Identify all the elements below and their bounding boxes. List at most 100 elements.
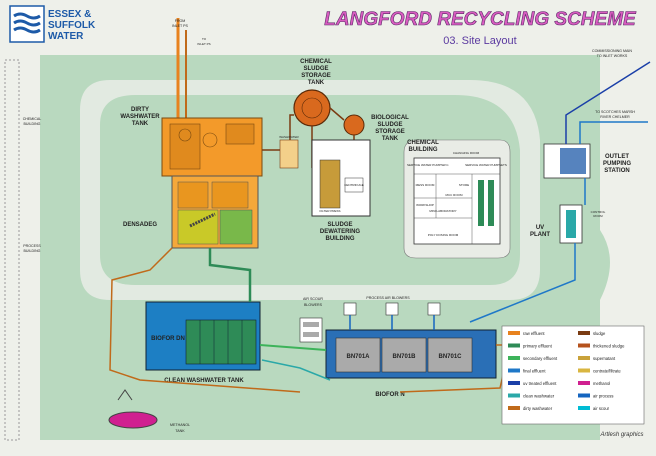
legend-swatch [578, 356, 590, 360]
process-building-label-2: BUILDING [24, 249, 41, 253]
legend-label: sludge [593, 331, 606, 336]
page-subtitle: 03. Site Layout [443, 35, 516, 47]
dirty-washwater-tank [161, 117, 263, 177]
clean-washwater-label: CLEAN WASHWATER TANK [164, 378, 244, 384]
scotches-label-2: RIVER CHELMER [600, 115, 630, 119]
clean-washwater-pipe [261, 359, 331, 381]
final-effluent-pipe [469, 178, 586, 323]
biological-sludge-storage-tank [343, 114, 365, 136]
logo-line-2: SUFFOLK [48, 20, 96, 31]
primary-effluent-pipe [208, 248, 252, 302]
room-mcc: MCC ROOM [446, 193, 463, 197]
legend-label: thickened sludge [593, 344, 625, 349]
air-scour-blower-box [299, 317, 323, 343]
legend-label: methanol [593, 381, 610, 386]
company-logo: ESSEX & SUFFOLK WATER [9, 5, 96, 43]
process-air-label: PROCESS AIR BLOWERS [366, 296, 410, 300]
washwater-pumps-label: WASHWATER [279, 135, 299, 139]
chem-sludge-label-4: TANK [308, 80, 325, 86]
biofor-n-label: BIOFOR N [375, 392, 404, 398]
legend-label: primary effluent [523, 344, 553, 349]
control-room-label-1: CONTROL [591, 210, 606, 214]
dirty-washwater-label-3: TANK [132, 121, 149, 127]
bn701b-label: BN701B [392, 354, 416, 360]
commissioning-label-1: COMMISSIONING MAIN [592, 49, 632, 53]
legend-swatch [508, 406, 520, 410]
bio-sludge-label-1: BIOLOGICAL [371, 115, 409, 121]
chem-sludge-label-3: STORAGE [301, 73, 331, 79]
room-service-water-pumps: SERVICE WATER PUMPS [407, 163, 443, 167]
uv-label-1: UV [536, 225, 544, 231]
legend-label: final effluent [523, 369, 546, 374]
filter-press-label: FILTER PRESS [319, 209, 340, 213]
washwater-pumps-box [279, 139, 299, 169]
left-boundary [4, 59, 20, 441]
dirty-washwater-label-1: DIRTY [131, 107, 149, 113]
process-air-blower-2 [385, 302, 399, 316]
chemical-building-right: SERVICE WATER PUMPS W.C. MESS ROOM CHANG… [403, 139, 511, 259]
legend-label: air process [593, 394, 613, 399]
room-workshop: WORKSHOP [416, 203, 434, 207]
chem-sludge-label-1: CHEMICAL [300, 59, 332, 65]
process-air-blower-1 [343, 302, 357, 316]
legend-label: secondary effluent [523, 356, 558, 361]
process-air-blower-3 [427, 302, 441, 316]
centrifuge-label: CENTRIFUGE [344, 183, 364, 187]
legend-swatch [508, 356, 520, 360]
legend-label: dirty washwater [523, 406, 553, 411]
room-wc: W.C. [443, 163, 450, 167]
room-changing: CHANGING ROOM [453, 151, 480, 155]
bn701c-label: BN701C [438, 354, 462, 360]
outlet-label-3: STATION [604, 168, 629, 174]
uv-label-2: PLANT [530, 232, 550, 238]
bio-sludge-label-3: STORAGE [375, 129, 405, 135]
scotches-marsh-pipe [579, 121, 648, 144]
legend-label: supernatant [593, 356, 616, 361]
legend-items: raw effluent primary effluent secondary ef… [508, 331, 625, 411]
biofor-dn-cells [185, 319, 257, 365]
dewatering-label-2: DEWATERING [320, 229, 361, 235]
commissioning-label-2: TO INLET WORKS [597, 54, 628, 58]
legend-swatch [578, 343, 590, 348]
legend-label: raw effluent [523, 331, 545, 336]
air-scour-label-1: AIR SCOUR [303, 297, 323, 301]
dewatering-label-3: BUILDING [326, 236, 355, 242]
page-title: LANGFORD RECYCLING SCHEME [324, 9, 637, 30]
commissioning-main-pipe [565, 61, 651, 144]
process-building-label-1: PROCESS [23, 244, 41, 248]
air-scour-label-2: BLOWERS [304, 303, 323, 307]
bn701b-cell [381, 337, 427, 373]
legend-swatch [578, 393, 590, 398]
biofor-dn-label: BIOFOR DN [151, 336, 185, 342]
legend-swatch [578, 368, 590, 373]
chemical-sludge-storage-tank [293, 89, 331, 127]
chem-sludge-label-2: SLUDGE [303, 66, 328, 72]
legend-label: air scour [593, 406, 610, 411]
legend-swatch [578, 381, 590, 385]
logo-line-1: ESSEX & [48, 9, 91, 20]
legend-swatch [508, 368, 520, 373]
left-chemical-label-1: CHEMICAL [23, 117, 42, 121]
from-inlet-label-2: INLET PS [172, 24, 189, 28]
secondary-effluent-pipe [259, 344, 327, 351]
from-inlet-label-1: FROM [175, 19, 186, 23]
outlet-label-2: PUMPING [603, 161, 631, 167]
control-room-label-2: ROOM [593, 214, 603, 218]
legend-swatch [578, 406, 590, 410]
legend-swatch [508, 393, 520, 398]
legend-swatch [508, 331, 520, 335]
densadeg-label: DENSADEG [123, 222, 157, 228]
bn701c-cell [427, 337, 473, 373]
to-inlet-label-1: TO [202, 37, 207, 41]
room-mess: MESS ROOM [416, 183, 435, 187]
sludge-pipes [262, 107, 355, 168]
sludge-dewatering-building: FILTER PRESS CENTRIFUGE [311, 139, 371, 217]
legend-label: centrate/filtrate [593, 369, 621, 374]
methanol-tank [108, 411, 158, 429]
bio-sludge-label-2: SLUDGE [377, 122, 402, 128]
logo-line-3: WATER [48, 31, 84, 42]
methanol-label-1: METHANOL [170, 423, 190, 427]
room-service-pumpsets: SERVICE WATER PUMPSETS [465, 163, 507, 167]
